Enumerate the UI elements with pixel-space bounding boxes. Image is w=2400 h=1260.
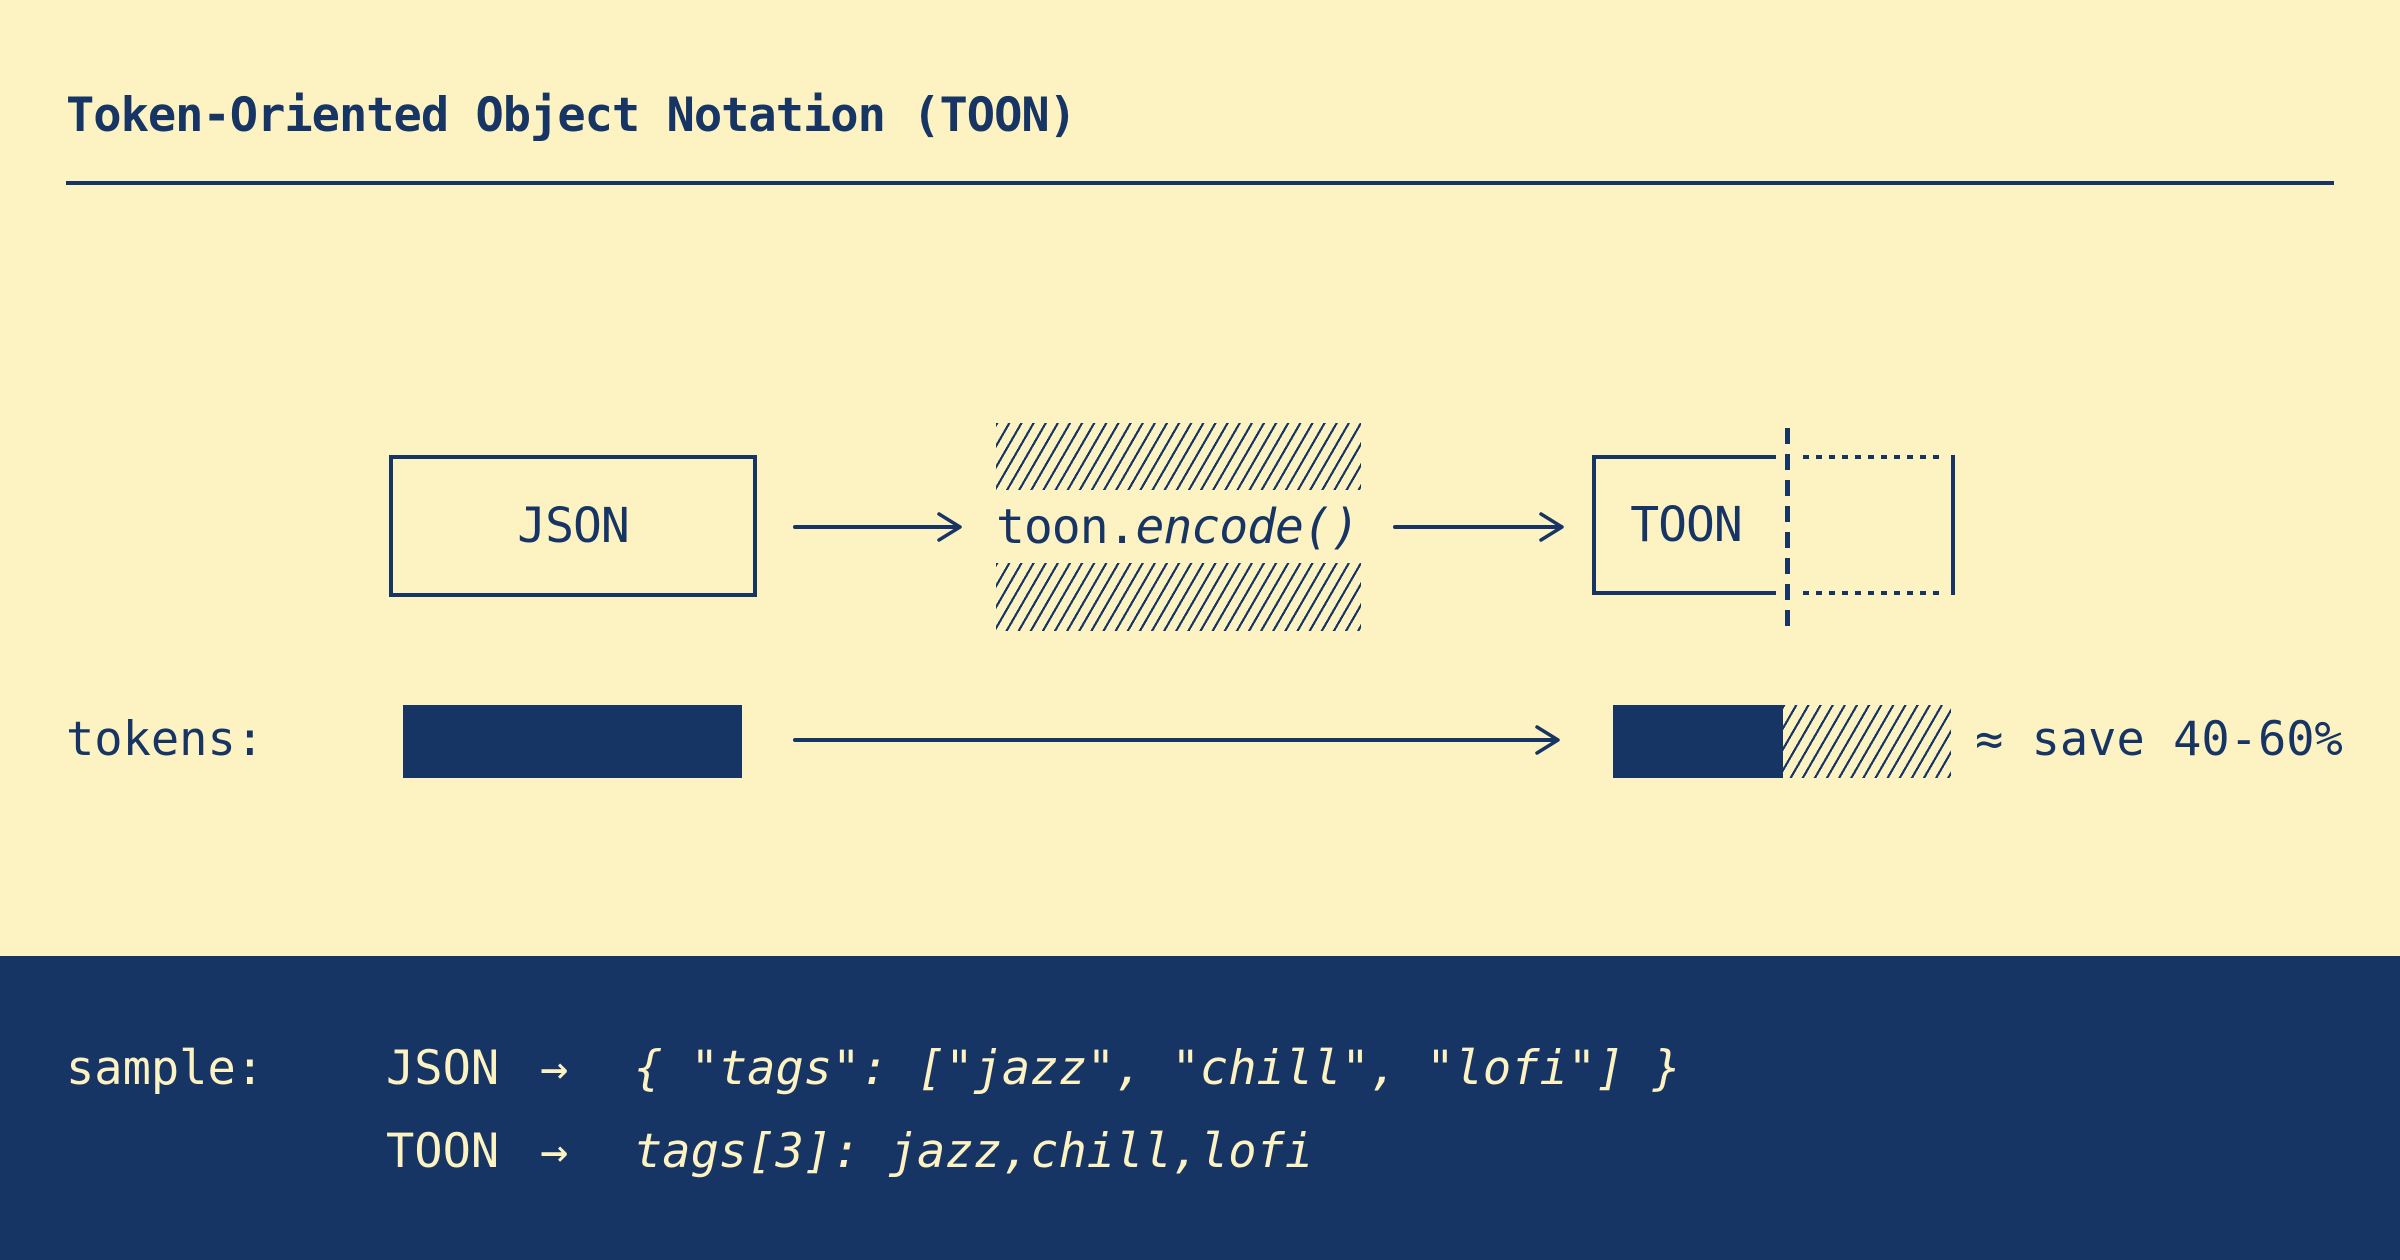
ghost-box-top-edge <box>1803 455 1943 459</box>
encode-label: toon.encode() <box>996 497 1360 557</box>
sample-row-json-code: { "tags": ["jazz", "chill", "lofi"] } <box>634 1041 1681 1096</box>
toon-token-bar-saved-hatch <box>1783 705 1951 778</box>
encode-label-call: encode() <box>1135 499 1360 555</box>
sample-row-json-format: JSON <box>386 1041 500 1096</box>
toon-token-bar <box>1613 705 1783 778</box>
toon-box: TOON <box>1592 455 1776 595</box>
json-box: JSON <box>389 455 757 597</box>
arrow-right-icon: → <box>540 1041 569 1096</box>
sample-label: sample: <box>66 1041 265 1096</box>
ghost-box-bottom-edge <box>1803 591 1943 595</box>
json-box-label: JSON <box>517 498 630 554</box>
sample-row-toon-code: tags[3]: jazz,chill,lofi <box>634 1124 1314 1179</box>
arrow-right-icon: → <box>540 1124 569 1179</box>
title-rule <box>66 181 2334 185</box>
arrow-right-icon <box>793 725 1560 755</box>
sample-panel: sample: JSON → { "tags": ["jazz", "chill… <box>0 956 2400 1260</box>
cut-dashed-line <box>1785 428 1790 628</box>
arrow-right-icon <box>1393 512 1564 542</box>
json-token-bar <box>403 705 742 778</box>
savings-note: ≈ save 40-60% <box>1975 712 2343 767</box>
arrow-right-icon <box>793 512 962 542</box>
tokens-label: tokens: <box>66 712 265 767</box>
encode-hatch-bottom <box>996 563 1361 631</box>
ghost-box-right-edge <box>1951 455 1955 595</box>
toon-box-label: TOON <box>1630 497 1743 553</box>
encode-label-prefix: toon. <box>996 499 1136 555</box>
encode-hatch-top <box>996 423 1361 490</box>
page-title: Token-Oriented Object Notation (TOON) <box>66 88 1077 143</box>
sample-row-toon-format: TOON <box>386 1124 500 1179</box>
